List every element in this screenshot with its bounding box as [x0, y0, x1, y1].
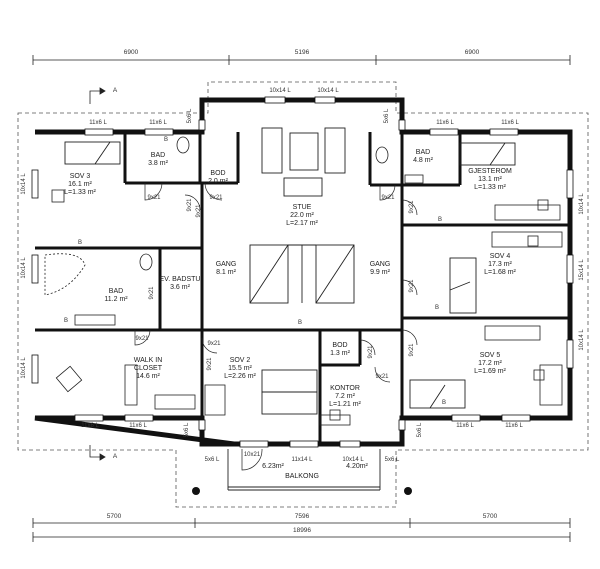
interior-walls	[35, 132, 570, 444]
door-label: 9x21	[381, 195, 395, 201]
window-label: 5x6 L	[417, 422, 423, 438]
window-label: 5x6 L	[384, 457, 400, 463]
dimension-top-right: 6900	[464, 49, 480, 56]
window-label: 10x14 L	[579, 329, 585, 351]
bench-mark: B	[297, 320, 303, 326]
window-label: 15x14 L	[579, 259, 585, 281]
section-marker-top	[89, 87, 106, 104]
desks	[51, 189, 563, 426]
room-balkong: BALKONG	[285, 473, 319, 480]
dimension-overall: 18996	[292, 527, 312, 534]
balcony	[227, 449, 381, 491]
door-label: 9x21	[409, 279, 415, 293]
section-marker-label-bottom: A	[112, 453, 118, 460]
window-label: 10x14 L	[317, 88, 339, 94]
bottom-dimension-line	[32, 518, 571, 542]
door-label: 10x21	[243, 452, 261, 458]
window-openings	[31, 96, 574, 448]
window-label: 10x14 L	[342, 457, 364, 463]
staircase	[249, 244, 355, 304]
section-marker-bottom	[89, 445, 106, 461]
door-label: 9x21	[149, 286, 155, 300]
bench-mark: B	[441, 400, 447, 406]
window-label: 11x6 L	[456, 423, 474, 429]
dimension-bottom-right: 5700	[482, 513, 498, 520]
bench-mark: B	[77, 240, 83, 246]
dimension-top-left: 6900	[123, 49, 139, 56]
bench-mark: B	[63, 318, 69, 324]
roof-outline	[17, 81, 589, 508]
window-label: 10x14 L	[269, 88, 291, 94]
window-label: 10x14 L	[21, 357, 27, 379]
door-label: 9x21	[135, 336, 149, 342]
balcony-columns	[192, 487, 412, 495]
door-label: 9x21	[209, 195, 223, 201]
living-room-furniture	[261, 127, 346, 197]
bench-mark: B	[437, 217, 443, 223]
window-label: 11x6 L	[501, 120, 519, 126]
window-label: 11x6 L	[81, 423, 99, 429]
door-label: 9x21	[409, 200, 415, 214]
top-dimension-line	[32, 55, 571, 65]
door-label: 9x21	[147, 195, 161, 201]
window-label: 11x6 L	[505, 423, 523, 429]
dimension-bottom-left: 5700	[106, 513, 122, 520]
bathroom-fixtures	[44, 136, 424, 410]
window-label: 10x14 L	[579, 193, 585, 215]
door-label: 9x21	[375, 374, 389, 380]
window-label: 11x6 L	[436, 120, 454, 126]
window-label: 11x6 L	[89, 120, 107, 126]
window-label: 5x6 L	[187, 108, 193, 124]
window-label: 10x14 L	[21, 173, 27, 195]
dimension-bottom-center: 7596	[294, 513, 310, 520]
door-label: 9x21	[187, 198, 193, 212]
section-marker-label-top: A	[112, 87, 118, 94]
window-label: 11x6 L	[149, 120, 167, 126]
balkong-area-right: 4.20m²	[346, 463, 368, 470]
window-label: 5x6 L	[184, 422, 190, 438]
door-label: 9x21	[207, 341, 221, 347]
dimension-top-center: 5196	[294, 49, 310, 56]
bench-mark: B	[434, 305, 440, 311]
window-label: 11x14 L	[291, 457, 313, 463]
bench-mark: B	[163, 137, 169, 143]
door-label: 9x21	[368, 345, 374, 359]
door-label: 9x21	[409, 343, 415, 357]
door-swings	[134, 182, 418, 471]
beds	[64, 141, 516, 415]
window-label: 11x6 L	[129, 423, 147, 429]
balkong-area-left: 6.23m²	[262, 463, 284, 470]
window-label: 10x14 L	[21, 257, 27, 279]
door-label: 9x21	[196, 204, 202, 218]
window-label: 5x6 L	[384, 108, 390, 124]
door-label: 9x21	[207, 357, 213, 371]
window-label: 5x6 L	[204, 457, 220, 463]
